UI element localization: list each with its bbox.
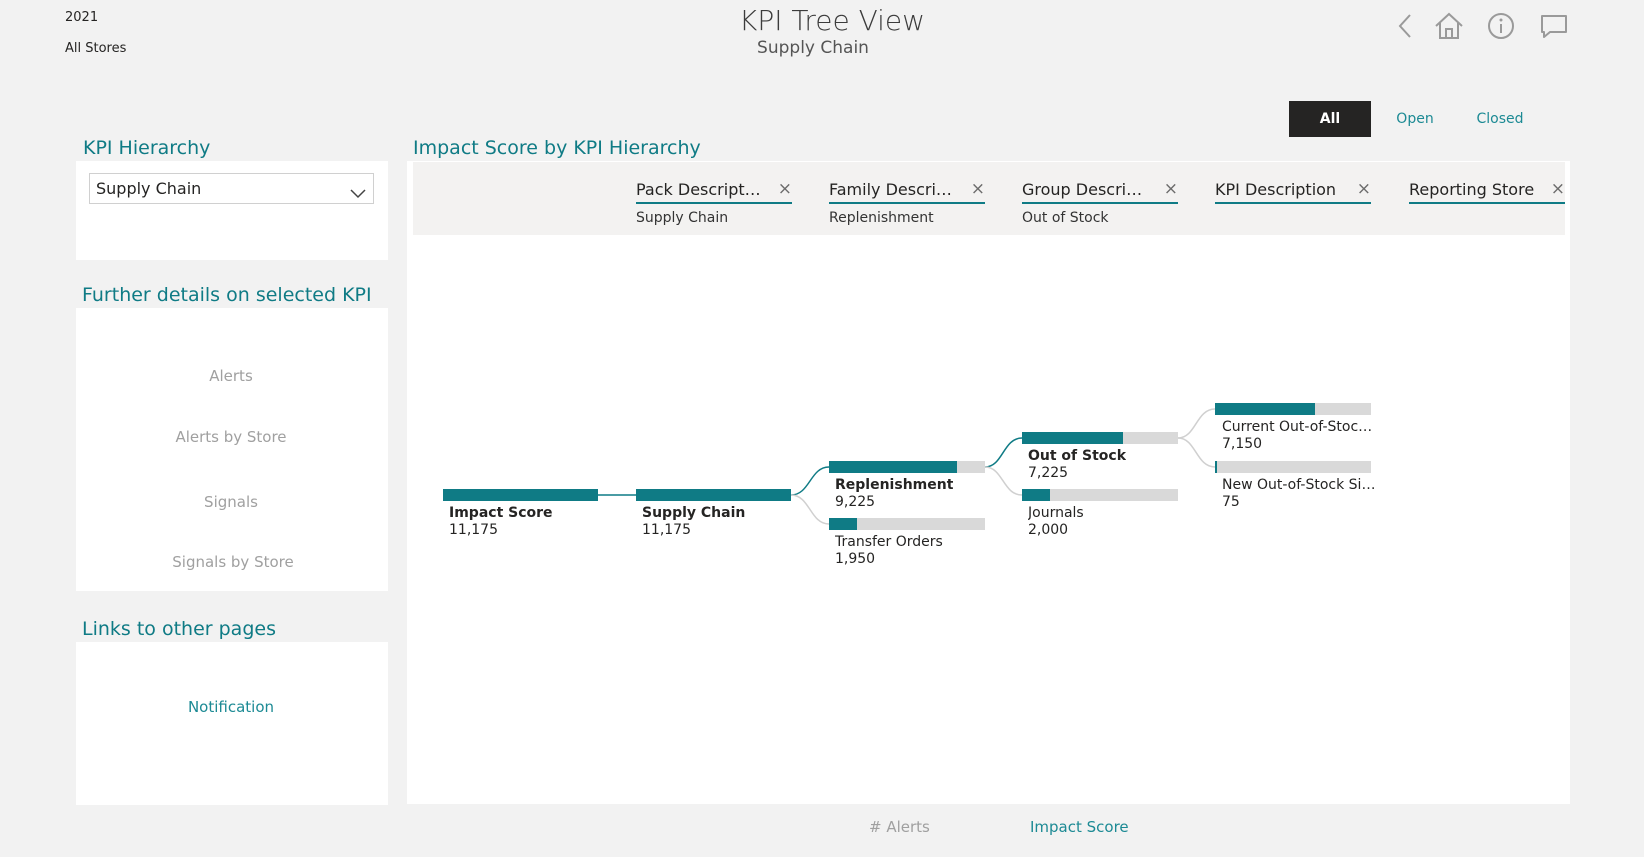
tree-node-label: Replenishment: [835, 477, 954, 493]
tree-node-value: 1,950: [835, 551, 876, 567]
links-title: Links to other pages: [82, 618, 276, 640]
tree-node-label: Supply Chain: [642, 505, 746, 521]
tree-node-bar[interactable]: [829, 461, 957, 473]
kpi-hierarchy-selected: Supply Chain: [96, 179, 202, 198]
tree-node-value: 9,225: [835, 494, 876, 510]
close-icon[interactable]: ×: [1163, 179, 1178, 199]
tree-node-bar[interactable]: [1022, 432, 1123, 444]
tree-node-value: 11,175: [449, 522, 498, 538]
tab-impact-score[interactable]: Impact Score: [1030, 818, 1129, 836]
breadcrumb-group-description[interactable]: Group Description ×: [1022, 180, 1178, 204]
kpi-hierarchy-title: KPI Hierarchy: [83, 137, 211, 159]
tree-node-label: Current Out-of-Stock ...: [1222, 419, 1374, 435]
tree-node-value: 7,225: [1028, 465, 1069, 481]
close-icon[interactable]: ×: [970, 179, 985, 199]
tree-node-value: 75: [1222, 494, 1240, 510]
close-icon[interactable]: ×: [1550, 179, 1565, 199]
tree-title: Impact Score by KPI Hierarchy: [413, 137, 701, 159]
tree-node-bar-bg: [829, 518, 985, 530]
breadcrumb-family-description[interactable]: Family Descripti... ×: [829, 180, 985, 204]
tree-node-bar[interactable]: [1022, 489, 1050, 501]
close-icon[interactable]: ×: [777, 179, 792, 199]
back-icon[interactable]: [1390, 10, 1422, 42]
tree-node-bar-bg: [1215, 461, 1371, 473]
tree-node-bar[interactable]: [443, 489, 598, 501]
tree-node-value: 2,000: [1028, 522, 1069, 538]
tree-node-value: 11,175: [642, 522, 691, 538]
breadcrumb-pack-description[interactable]: Pack Description ×: [636, 180, 792, 204]
filter-all-button[interactable]: All: [1289, 101, 1371, 137]
year-label: 2021: [65, 10, 99, 25]
tree-node-bar[interactable]: [1215, 461, 1217, 473]
tree-node-label: Out of Stock: [1028, 448, 1127, 464]
page-subtitle: Supply Chain: [757, 38, 869, 58]
tree-node-value: 7,150: [1222, 436, 1263, 452]
tree-node-label: Transfer Orders: [835, 534, 943, 550]
tree-node-label: Impact Score: [449, 505, 553, 521]
filter-open-button[interactable]: Open: [1396, 111, 1434, 127]
breadcrumb-reporting-store[interactable]: Reporting Store ×: [1409, 180, 1565, 204]
scope-label: All Stores: [65, 41, 127, 56]
kpi-hierarchy-dropdown[interactable]: Supply Chain: [89, 173, 374, 204]
tree-node-label: Journals: [1028, 505, 1084, 521]
chevron-down-icon: [349, 180, 367, 199]
notification-link[interactable]: Notification: [187, 698, 275, 716]
details-title: Further details on selected KPI: [82, 284, 372, 306]
tree-node-bar[interactable]: [636, 489, 791, 501]
tree-node-bar[interactable]: [829, 518, 857, 530]
breadcrumb: [413, 162, 1565, 235]
tree-node-label: New Out-of-Stock Situ...: [1222, 477, 1378, 493]
info-icon[interactable]: [1485, 10, 1517, 42]
alerts-link[interactable]: Alerts: [209, 367, 253, 385]
comment-icon[interactable]: [1538, 10, 1570, 42]
home-icon[interactable]: [1433, 10, 1465, 42]
tree-node-bar[interactable]: [1215, 403, 1315, 415]
breadcrumb-kpi-description[interactable]: KPI Description ×: [1215, 180, 1371, 204]
tab-alerts[interactable]: # Alerts: [869, 818, 930, 836]
breadcrumb-value: Supply Chain: [636, 210, 729, 226]
close-icon[interactable]: ×: [1356, 179, 1371, 199]
details-panel: [76, 308, 388, 591]
breadcrumb-value: Out of Stock: [1022, 210, 1109, 226]
tree-panel: [407, 161, 1570, 804]
alerts-by-store-link[interactable]: Alerts by Store: [175, 428, 287, 446]
filter-closed-button[interactable]: Closed: [1476, 111, 1524, 127]
tree-node-bar-bg: [1022, 489, 1178, 501]
signals-link[interactable]: Signals: [204, 493, 258, 511]
links-panel: [76, 642, 388, 805]
signals-by-store-link[interactable]: Signals by Store: [172, 553, 294, 571]
page-title: KPI Tree View: [738, 4, 926, 37]
breadcrumb-value: Replenishment: [829, 210, 934, 226]
